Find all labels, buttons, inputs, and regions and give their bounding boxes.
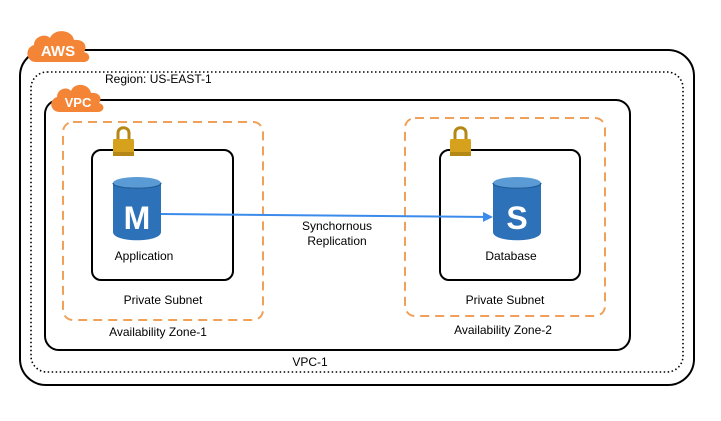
arrow-right-icon — [160, 211, 493, 222]
database-cylinder-icon: S — [492, 177, 542, 241]
availability-zone-2-label: Availability Zone-2 — [454, 323, 552, 337]
replication-label-line2: Replication — [307, 234, 366, 248]
private-subnet-2-boundary — [404, 117, 606, 317]
private-subnet-1-label: Private Subnet — [124, 293, 203, 307]
vpc-name-label: VPC-1 — [292, 355, 328, 369]
aws-cloud-label: AWS — [41, 43, 75, 60]
vpc-cloud-icon: VPC — [51, 84, 104, 112]
aws-container — [19, 49, 695, 386]
replication-label-line1: Synchornous — [302, 219, 372, 233]
vpc-cloud-label: VPC — [65, 95, 92, 110]
instance-1-label: Application — [115, 249, 174, 263]
database-cylinder-icon: M — [112, 177, 162, 241]
private-subnet-2-label: Private Subnet — [466, 293, 545, 307]
aws-cloud-icon: AWS — [27, 31, 90, 62]
region-container — [30, 71, 684, 373]
availability-zone-1-label: Availability Zone-1 — [109, 325, 207, 339]
private-subnet-1-boundary — [62, 121, 264, 321]
region-label: Region: US-EAST-1 — [105, 72, 212, 86]
padlock-icon — [113, 126, 134, 156]
vpc-container — [44, 99, 631, 351]
padlock-icon — [450, 126, 471, 156]
instance-1-letter: M — [124, 200, 151, 236]
instance-2-label: Database — [485, 249, 537, 263]
instance-2-letter: S — [506, 200, 527, 236]
